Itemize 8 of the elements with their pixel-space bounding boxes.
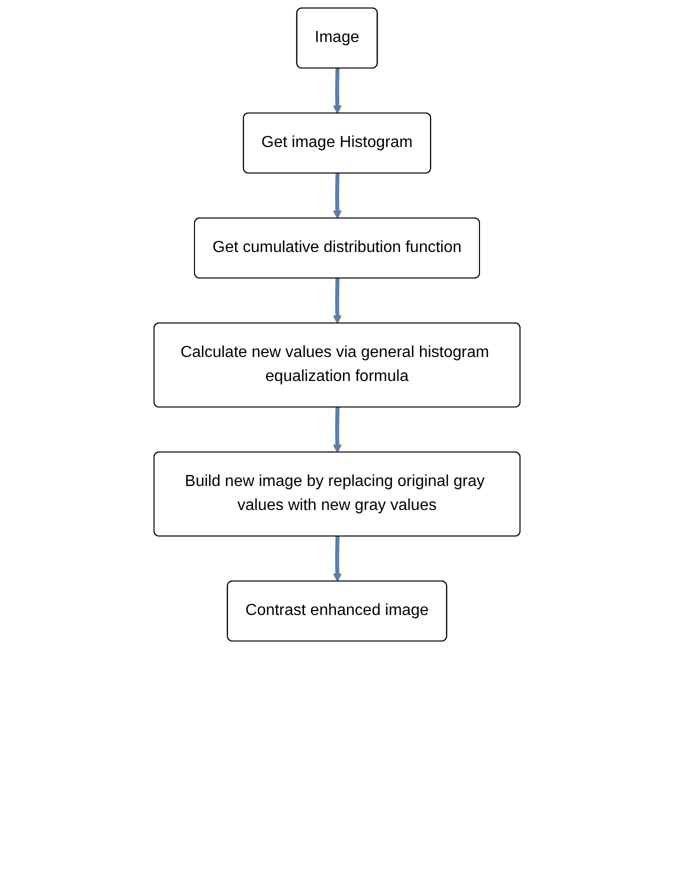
arrow	[332, 68, 342, 114]
arrow	[332, 407, 342, 453]
arrow	[332, 536, 342, 582]
arrow	[332, 278, 342, 324]
node-text: Get cumulative distribution function	[212, 239, 462, 256]
node-text: Build new image by replacing original gray values with new gray values	[184, 473, 484, 514]
node-text: Calculate new values via general histogram equalization formula	[180, 344, 489, 385]
arrow	[332, 173, 342, 219]
